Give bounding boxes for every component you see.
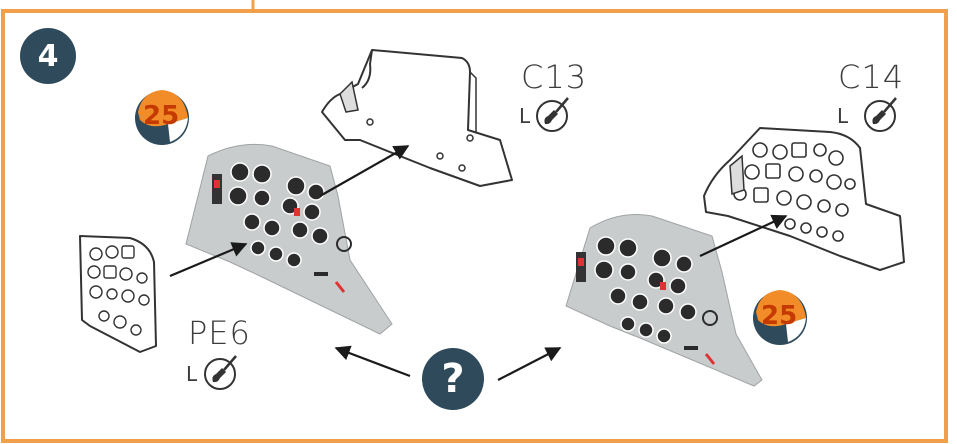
arrow-pe6-to-panel <box>169 242 248 278</box>
arrow-to-c14 <box>699 214 788 257</box>
panel-decal-left <box>185 143 393 335</box>
sticker-number-left: 25 <box>143 101 179 131</box>
part-code-pe6: PE6 <box>188 314 251 352</box>
paint-brush-icon-c13 <box>536 97 569 132</box>
step-number-badge: 4 <box>20 28 76 84</box>
paint-letter-pe6: L <box>186 362 198 386</box>
paint-letter-c14: L <box>837 104 849 128</box>
part-code-c13: C13 <box>521 58 588 96</box>
arrow-to-right-option <box>497 347 562 381</box>
arrow-to-left-option <box>334 345 411 378</box>
paint-brush-icon-c14 <box>864 97 897 132</box>
sticker-badge-left: 25 <box>135 90 189 145</box>
panel-c14-part <box>703 127 905 271</box>
paint-letter-c13: L <box>519 104 531 128</box>
paint-brush-icon-pe6 <box>204 355 237 390</box>
sticker-badge-right: 25 <box>753 290 807 345</box>
panel-pe6-part <box>79 235 157 353</box>
panel-c13-part <box>321 49 513 187</box>
sticker-number-right: 25 <box>761 301 797 331</box>
question-icon: ? <box>422 348 484 410</box>
part-code-c14: C14 <box>838 58 905 96</box>
panel-decal-right <box>565 214 763 387</box>
arrow-to-c13 <box>319 145 410 197</box>
frame-border <box>1 9 948 443</box>
